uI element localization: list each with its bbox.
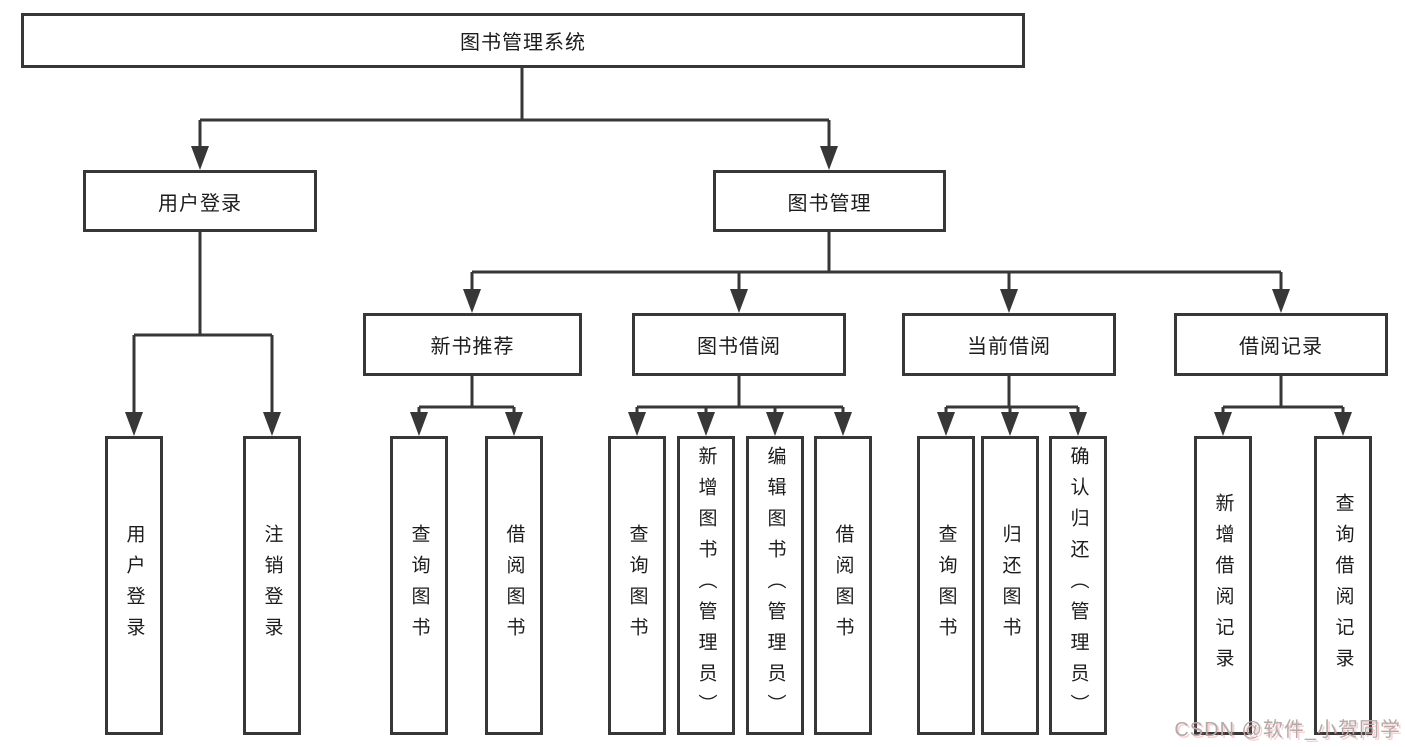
leaf-query-books-current-label: 查询图书	[935, 523, 957, 648]
node-new-book-recommend: 新书推荐	[363, 313, 582, 376]
node-new-book-recommend-label: 新书推荐	[430, 336, 515, 358]
node-root-label: 图书管理系统	[460, 32, 586, 54]
node-borrow-record-label: 借阅记录	[1239, 336, 1323, 358]
leaf-edit-books-admin: 编辑图书（管理员）	[746, 436, 804, 735]
node-book-management: 图书管理	[713, 170, 946, 232]
leaf-borrow-books-recommend: 借阅图书	[485, 436, 543, 735]
leaf-add-borrow-record-label: 新增借阅记录	[1212, 492, 1234, 679]
leaf-borrow-books-borrow: 借阅图书	[814, 436, 872, 735]
leaf-return-books-label: 归还图书	[999, 523, 1021, 648]
node-book-borrow: 图书借阅	[632, 313, 846, 376]
leaf-return-books: 归还图书	[981, 436, 1039, 735]
leaf-query-books-borrow: 查询图书	[608, 436, 666, 735]
leaf-query-books-recommend: 查询图书	[390, 436, 448, 735]
node-borrow-record: 借阅记录	[1174, 313, 1388, 376]
node-root-system: 图书管理系统	[21, 13, 1025, 68]
leaf-user-login-label: 用户登录	[123, 523, 145, 648]
leaf-confirm-return-admin-label: 确认归还（管理员）	[1067, 446, 1089, 725]
leaf-logout-login-label: 注销登录	[261, 523, 283, 648]
leaf-query-borrow-record-label: 查询借阅记录	[1332, 492, 1354, 679]
leaf-logout-login: 注销登录	[243, 436, 301, 735]
node-user-login: 用户登录	[83, 170, 317, 232]
node-current-borrow-label: 当前借阅	[967, 336, 1051, 358]
leaf-add-borrow-record: 新增借阅记录	[1194, 436, 1252, 735]
csdn-watermark: CSDN @软件_小贺同学	[1174, 719, 1401, 741]
node-user-login-label: 用户登录	[158, 192, 242, 215]
leaf-borrow-books-recommend-label: 借阅图书	[503, 523, 525, 648]
leaf-query-books-borrow-label: 查询图书	[626, 523, 648, 648]
leaf-query-books-recommend-label: 查询图书	[408, 523, 430, 648]
node-book-management-label: 图书管理	[787, 192, 872, 215]
leaf-query-books-current: 查询图书	[917, 436, 975, 735]
leaf-borrow-books-borrow-label: 借阅图书	[832, 523, 854, 648]
node-book-borrow-label: 图书借阅	[697, 336, 781, 358]
leaf-user-login: 用户登录	[105, 436, 163, 735]
leaf-edit-books-admin-label: 编辑图书（管理员）	[764, 446, 786, 725]
leaf-add-books-admin: 新增图书（管理员）	[677, 436, 735, 735]
leaf-query-borrow-record: 查询借阅记录	[1314, 436, 1372, 735]
leaf-confirm-return-admin: 确认归还（管理员）	[1049, 436, 1107, 735]
leaf-add-books-admin-label: 新增图书（管理员）	[695, 446, 717, 725]
node-current-borrow: 当前借阅	[902, 313, 1116, 376]
